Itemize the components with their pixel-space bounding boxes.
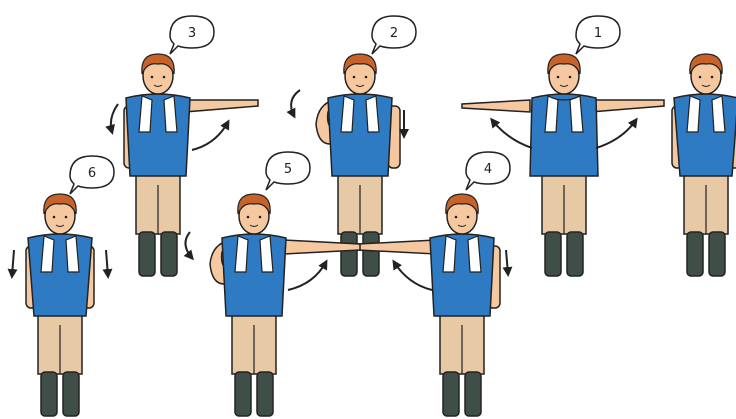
step-bubble-6: 6 xyxy=(70,156,114,194)
step-bubble-5: 5 xyxy=(266,152,310,190)
curved-arrow-icon xyxy=(192,122,228,150)
curved-arrow-icon xyxy=(492,120,532,148)
curved-arrow-icon xyxy=(394,262,432,290)
step-number: 1 xyxy=(594,26,602,41)
step-bubble-2: 2 xyxy=(372,16,416,54)
rotation-arrow-icon xyxy=(185,232,192,258)
step-bubble-4: 4 xyxy=(466,152,510,190)
step-number: 4 xyxy=(484,162,492,177)
step-number: 3 xyxy=(188,26,196,41)
down-arrow-icon xyxy=(506,250,508,274)
step-number: 2 xyxy=(390,26,398,41)
rotation-arrow-icon xyxy=(291,90,300,116)
curved-arrow-icon xyxy=(111,104,118,132)
step-bubble-1: 1 xyxy=(576,16,620,54)
step-number: 6 xyxy=(88,166,96,181)
step-bubble-3: 3 xyxy=(170,16,214,54)
curved-arrow-icon xyxy=(288,262,326,290)
down-arrow-icon xyxy=(12,250,14,276)
step-number: 5 xyxy=(284,162,292,177)
figure-step-6 xyxy=(26,194,94,416)
curved-arrow-icon xyxy=(596,120,636,148)
figure-standing xyxy=(672,54,736,276)
down-arrow-icon xyxy=(106,250,108,276)
